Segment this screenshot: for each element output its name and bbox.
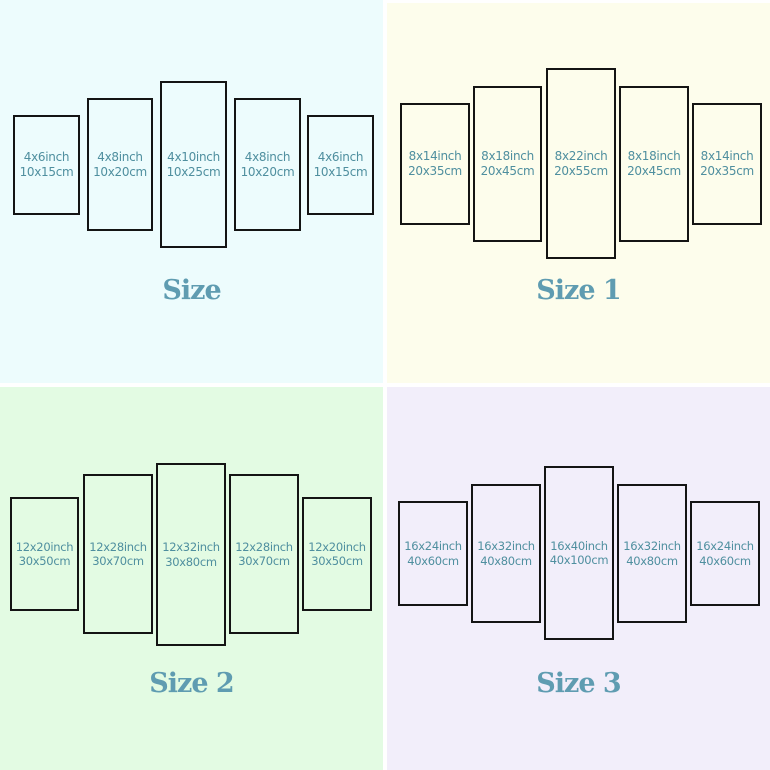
canvas-panel-3: 8x22inch 20x55cm — [546, 68, 616, 259]
canvas-panel-3: 4x10inch 10x25cm — [160, 81, 227, 248]
size-title: Size — [162, 275, 221, 306]
panel-inch-label: 12x20inch — [308, 539, 366, 554]
canvas-panel-2: 8x18inch 20x45cm — [473, 86, 542, 242]
size-3-title: Size 3 — [536, 668, 621, 699]
size-chart-size: 4x6inch 10x15cm 4x8inch 10x20cm 4x10inch… — [0, 0, 383, 383]
panel-cm-label: 40x60cm — [407, 553, 459, 568]
panel-cm-label: 30x70cm — [238, 554, 290, 568]
canvas-panel-1: 16x24inch 40x60cm — [398, 501, 468, 606]
panel-cm-label: 20x35cm — [408, 164, 462, 178]
panel-inch-label: 8x14inch — [700, 149, 754, 163]
panel-inch-label: 4x6inch — [317, 150, 364, 164]
panel-cm-label: 10x25cm — [166, 164, 221, 179]
panel-inch-label: 4x8inch — [244, 149, 291, 164]
panel-cm-label: 40x100cm — [549, 553, 609, 567]
size-chart-size-3: 16x24inch 40x60cm 16x32inch 40x80cm 16x4… — [387, 387, 770, 770]
canvas-panel-4: 4x8inch 10x20cm — [234, 98, 301, 231]
panel-inch-label: 12x32inch — [162, 540, 220, 555]
panel-inch-label: 8x18inch — [481, 149, 534, 163]
panel-inch-label: 12x20inch — [15, 539, 74, 554]
size-chart-size-2: 12x20inch 30x50cm 12x28inch 30x70cm 12x3… — [0, 387, 383, 770]
panel-cm-label: 20x35cm — [700, 164, 754, 178]
panel-inch-label: 12x28inch — [89, 539, 147, 554]
panel-inch-label: 16x40inch — [550, 538, 608, 553]
panel-inch-label: 4x10inch — [167, 149, 220, 164]
panel-inch-label: 8x22inch — [554, 148, 608, 163]
canvas-panel-2: 16x32inch 40x80cm — [471, 484, 541, 623]
canvas-panel-2: 4x8inch 10x20cm — [87, 98, 153, 231]
canvas-panel-3: 12x32inch 30x80cm — [156, 463, 226, 646]
panel-cm-label: 10x20cm — [240, 164, 295, 179]
canvas-panel-4: 12x28inch 30x70cm — [229, 474, 299, 634]
panel-inch-label: 4x8inch — [97, 149, 143, 164]
canvas-panel-5: 12x20inch 30x50cm — [302, 497, 372, 611]
panel-inch-label: 16x24inch — [404, 539, 462, 554]
panel-cm-label: 30x50cm — [311, 554, 363, 568]
panel-cm-label: 30x50cm — [18, 554, 71, 568]
panel-inch-label: 16x32inch — [477, 539, 535, 554]
canvas-panel-5: 16x24inch 40x60cm — [690, 501, 760, 606]
panel-cm-label: 40x80cm — [626, 553, 678, 568]
panel-cm-label: 20x45cm — [627, 164, 681, 178]
panel-inch-label: 4x6inch — [23, 150, 70, 164]
canvas-panel-4: 16x32inch 40x80cm — [617, 484, 687, 623]
canvas-panel-5: 4x6inch 10x15cm — [307, 115, 374, 215]
panel-inch-label: 16x32inch — [623, 539, 681, 554]
panel-cm-label: 20x45cm — [480, 164, 535, 178]
canvas-panel-4: 8x18inch 20x45cm — [619, 86, 689, 242]
panel-cm-label: 10x15cm — [19, 165, 74, 179]
panel-cm-label: 20x55cm — [554, 163, 608, 178]
size-chart-size-1: 8x14inch 20x35cm 8x18inch 20x45cm 8x22in… — [387, 3, 770, 383]
canvas-panel-5: 8x14inch 20x35cm — [692, 103, 762, 225]
panel-inch-label: 8x18inch — [627, 149, 681, 163]
panel-cm-label: 10x15cm — [313, 165, 368, 179]
panel-cm-label: 10x20cm — [93, 164, 147, 179]
panel-cm-label: 40x80cm — [480, 553, 532, 568]
canvas-panel-1: 4x6inch 10x15cm — [13, 115, 80, 215]
canvas-panel-2: 12x28inch 30x70cm — [83, 474, 153, 634]
panel-cm-label: 40x60cm — [699, 553, 751, 568]
canvas-panel-1: 12x20inch 30x50cm — [10, 497, 79, 611]
size-2-title: Size 2 — [149, 668, 234, 699]
canvas-panel-3: 16x40inch 40x100cm — [544, 466, 614, 640]
panel-cm-label: 30x70cm — [92, 554, 144, 568]
canvas-panel-1: 8x14inch 20x35cm — [400, 103, 470, 225]
panel-inch-label: 12x28inch — [235, 539, 293, 554]
panel-inch-label: 8x14inch — [408, 149, 462, 163]
size-1-title: Size 1 — [536, 275, 621, 306]
panel-cm-label: 30x80cm — [165, 554, 217, 569]
panel-inch-label: 16x24inch — [696, 539, 754, 554]
